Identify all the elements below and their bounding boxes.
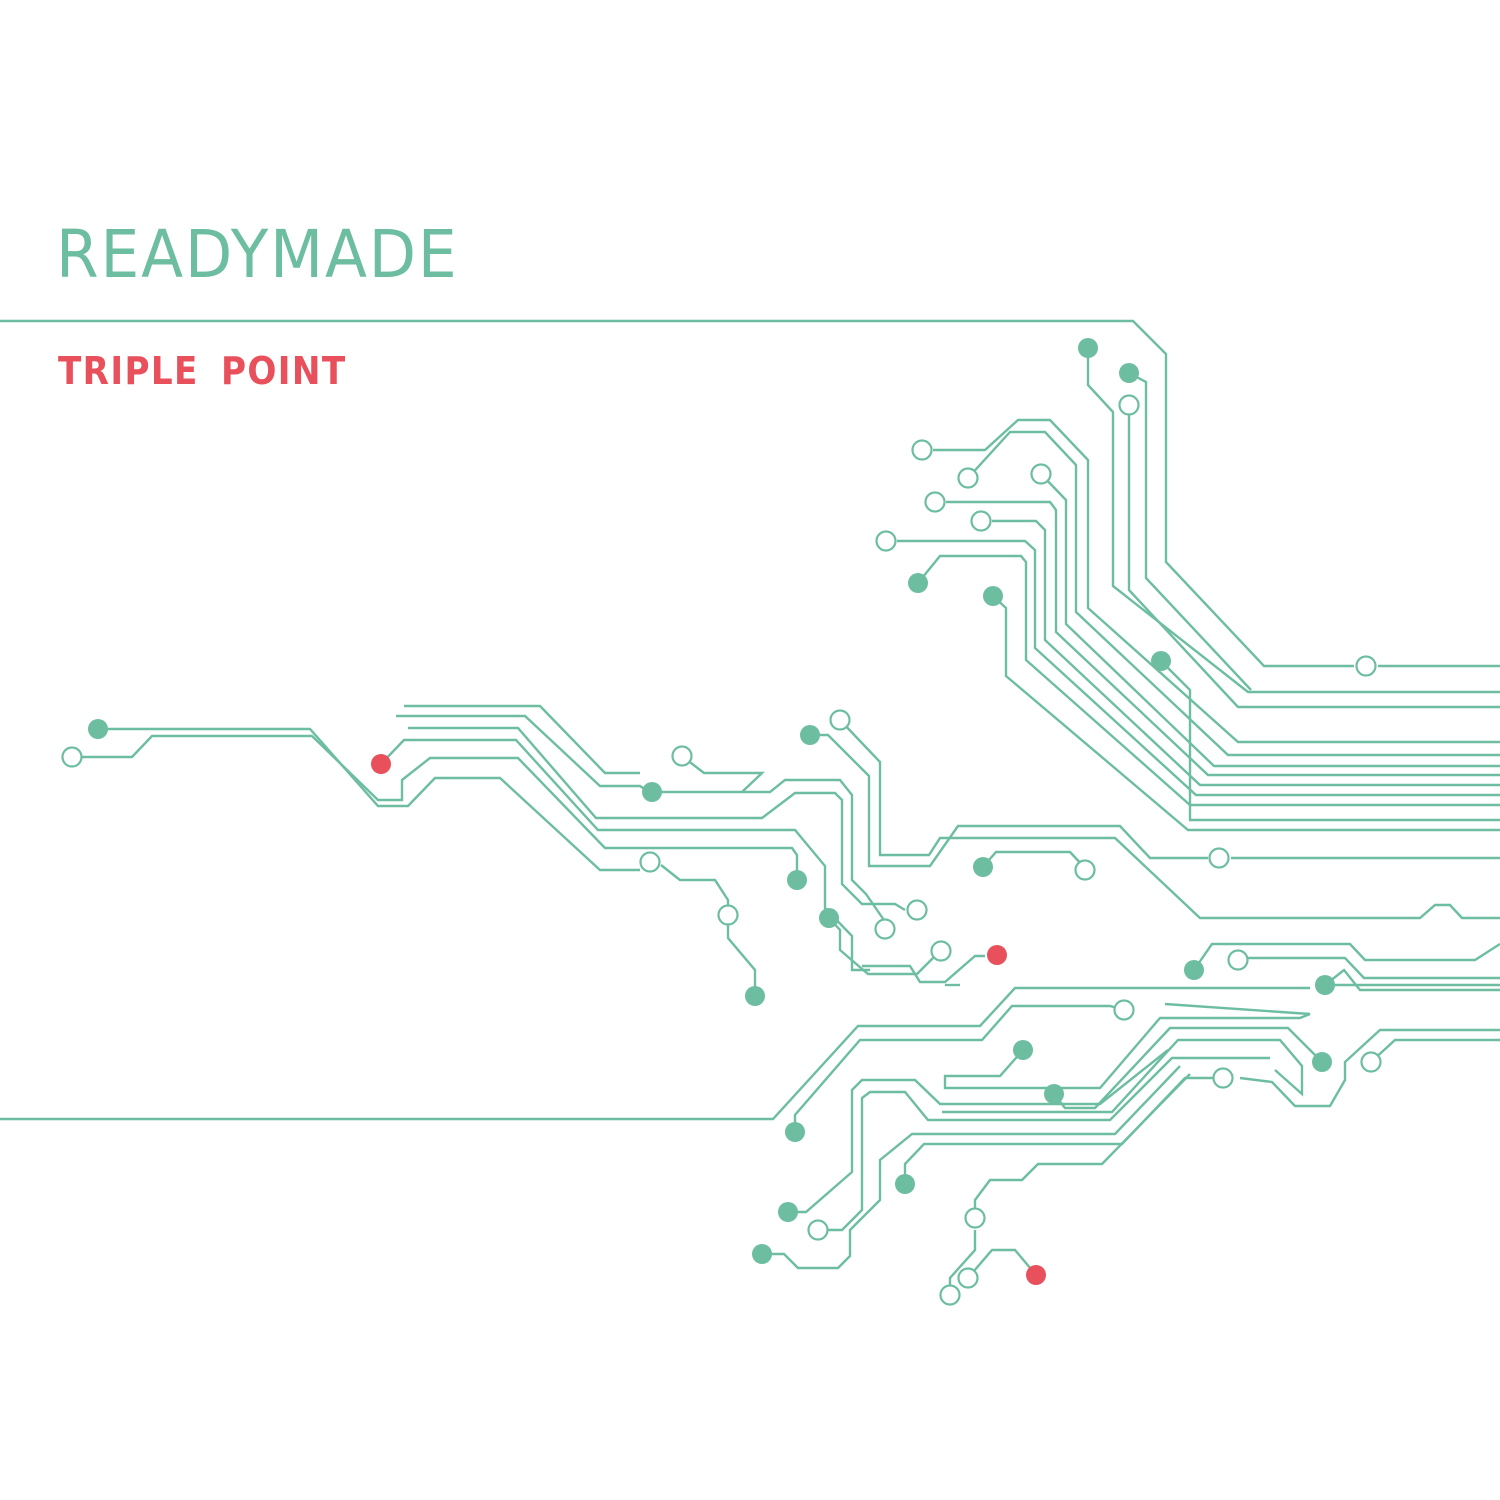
filled-node [745,986,765,1006]
hollow-node [970,510,992,532]
circuit-trace [788,1049,1169,1214]
hollow-node [829,709,851,731]
hollow-node [1212,1067,1234,1089]
circuit-trace [1053,1026,1323,1110]
hollow-node [1227,949,1249,971]
filled-node [1044,1084,1064,1104]
circuit-trace [967,430,1500,757]
circuit-trace [946,500,1500,777]
accent-node [1026,1265,1046,1285]
circuit-trace [862,954,985,984]
circuit-trace [404,704,640,775]
filled-node [88,719,108,739]
circuit-traces [0,319,1500,1295]
circuit-trace [810,733,1208,868]
filled-node [1078,338,1098,358]
circuit-trace [903,1076,1213,1184]
circuit-trace [982,850,1086,869]
circuit-trace [818,1056,1270,1232]
accent-node [371,754,391,774]
hollow-node [924,491,946,513]
circuit-trace [897,539,1500,797]
hollow-node [874,918,896,940]
hollow-node [930,940,952,962]
circuit-trace [408,726,906,912]
filled-node [787,870,807,890]
hollow-node [957,1267,979,1289]
circuit-trace [973,1073,1191,1218]
circuit-trace [98,727,640,872]
circuit-trace [793,1004,1125,1132]
hollow-node [717,904,739,926]
circuit-trace [828,917,941,976]
hollow-node [911,439,933,461]
hollow-node [964,1207,986,1229]
circuit-trace [917,554,1500,807]
hollow-node [875,530,897,552]
circuit-trace [1127,405,1500,709]
circuit-trace [992,595,1500,832]
filled-node [1119,363,1139,383]
circuit-trace [380,738,870,972]
filled-node [895,1174,915,1194]
circuit-trace [839,719,1500,920]
filled-node [983,586,1003,606]
filled-node [800,725,820,745]
circuit-trace [1193,942,1500,971]
circuit-nodes [61,338,1382,1306]
filled-node [1013,1040,1033,1060]
hollow-node [1074,859,1096,881]
filled-node [908,573,928,593]
filled-node [785,1122,805,1142]
hollow-node [671,745,693,767]
filled-node [1151,651,1171,671]
circuit-trace [1324,968,1500,992]
circuit-trace [1239,1028,1500,1108]
artist-name: READYMADE [56,216,459,293]
circuit-trace [992,519,1500,787]
filled-node [778,1202,798,1222]
circuit-trace [943,1002,1311,1090]
hollow-node [906,899,928,921]
hollow-node [639,851,661,873]
circuit-trace [681,755,766,793]
filled-node [819,908,839,928]
filled-node [1312,1052,1332,1072]
hollow-node [1208,847,1230,869]
accent-node [987,945,1007,965]
circuit-trace [1160,660,1500,822]
circuit-trace [967,1248,1037,1279]
circuit-trace [0,319,1354,668]
hollow-node [1113,999,1135,1021]
filled-node [642,782,662,802]
circuit-trace [1128,371,1252,691]
hollow-node [939,1284,961,1306]
circuit-trace [0,986,1310,1121]
circuit-trace [1370,1038,1500,1063]
filled-node [1315,975,1335,995]
filled-node [1184,960,1204,980]
filled-node [752,1244,772,1264]
hollow-node [1030,463,1052,485]
hollow-node [957,467,979,489]
circuit-trace [762,1065,1181,1270]
circuit-trace [942,1038,1304,1114]
hollow-node [1355,655,1377,677]
album-title: TRIPLE POINT [58,349,347,393]
filled-node [973,857,993,877]
circuit-trace [1040,473,1500,768]
hollow-node [1118,394,1140,416]
circuit-trace [652,778,889,927]
circuit-trace [660,864,757,996]
circuit-trace [1238,956,1500,980]
hollow-node [61,746,83,768]
hollow-node [807,1219,829,1241]
circuit-trace [1086,348,1500,694]
circuit-trace [72,734,799,880]
circuit-trace [933,418,1500,744]
hollow-node [1360,1051,1382,1073]
